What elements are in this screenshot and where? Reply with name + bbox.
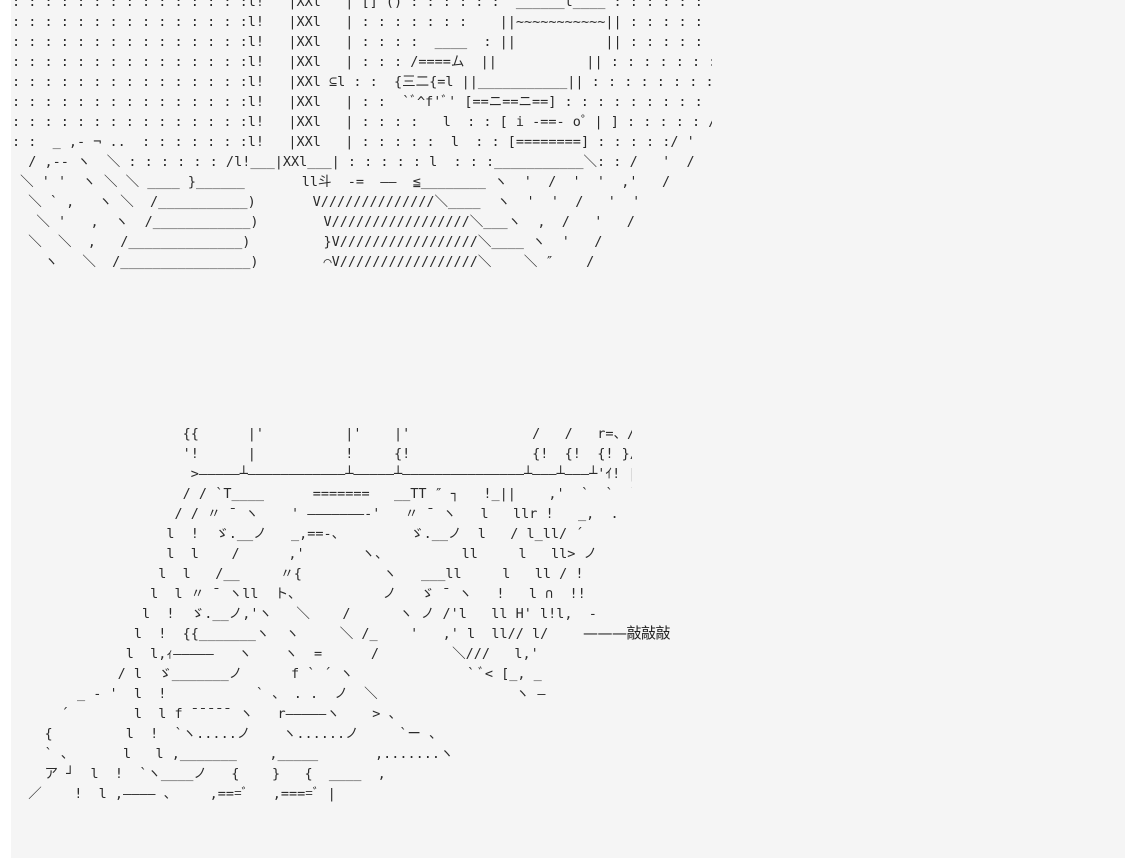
ascii-art-office-desk: : : : : : : : : : : : : : : :l! |XXl | [… xyxy=(12,0,712,270)
ascii-art-desk-drawers: {{ |' |' |' / / r=、/! '! | ! {! {! {! {!… xyxy=(28,426,632,802)
page-margin xyxy=(0,0,11,858)
sound-effect-knock-text: ———敲敲敲 xyxy=(583,624,671,642)
